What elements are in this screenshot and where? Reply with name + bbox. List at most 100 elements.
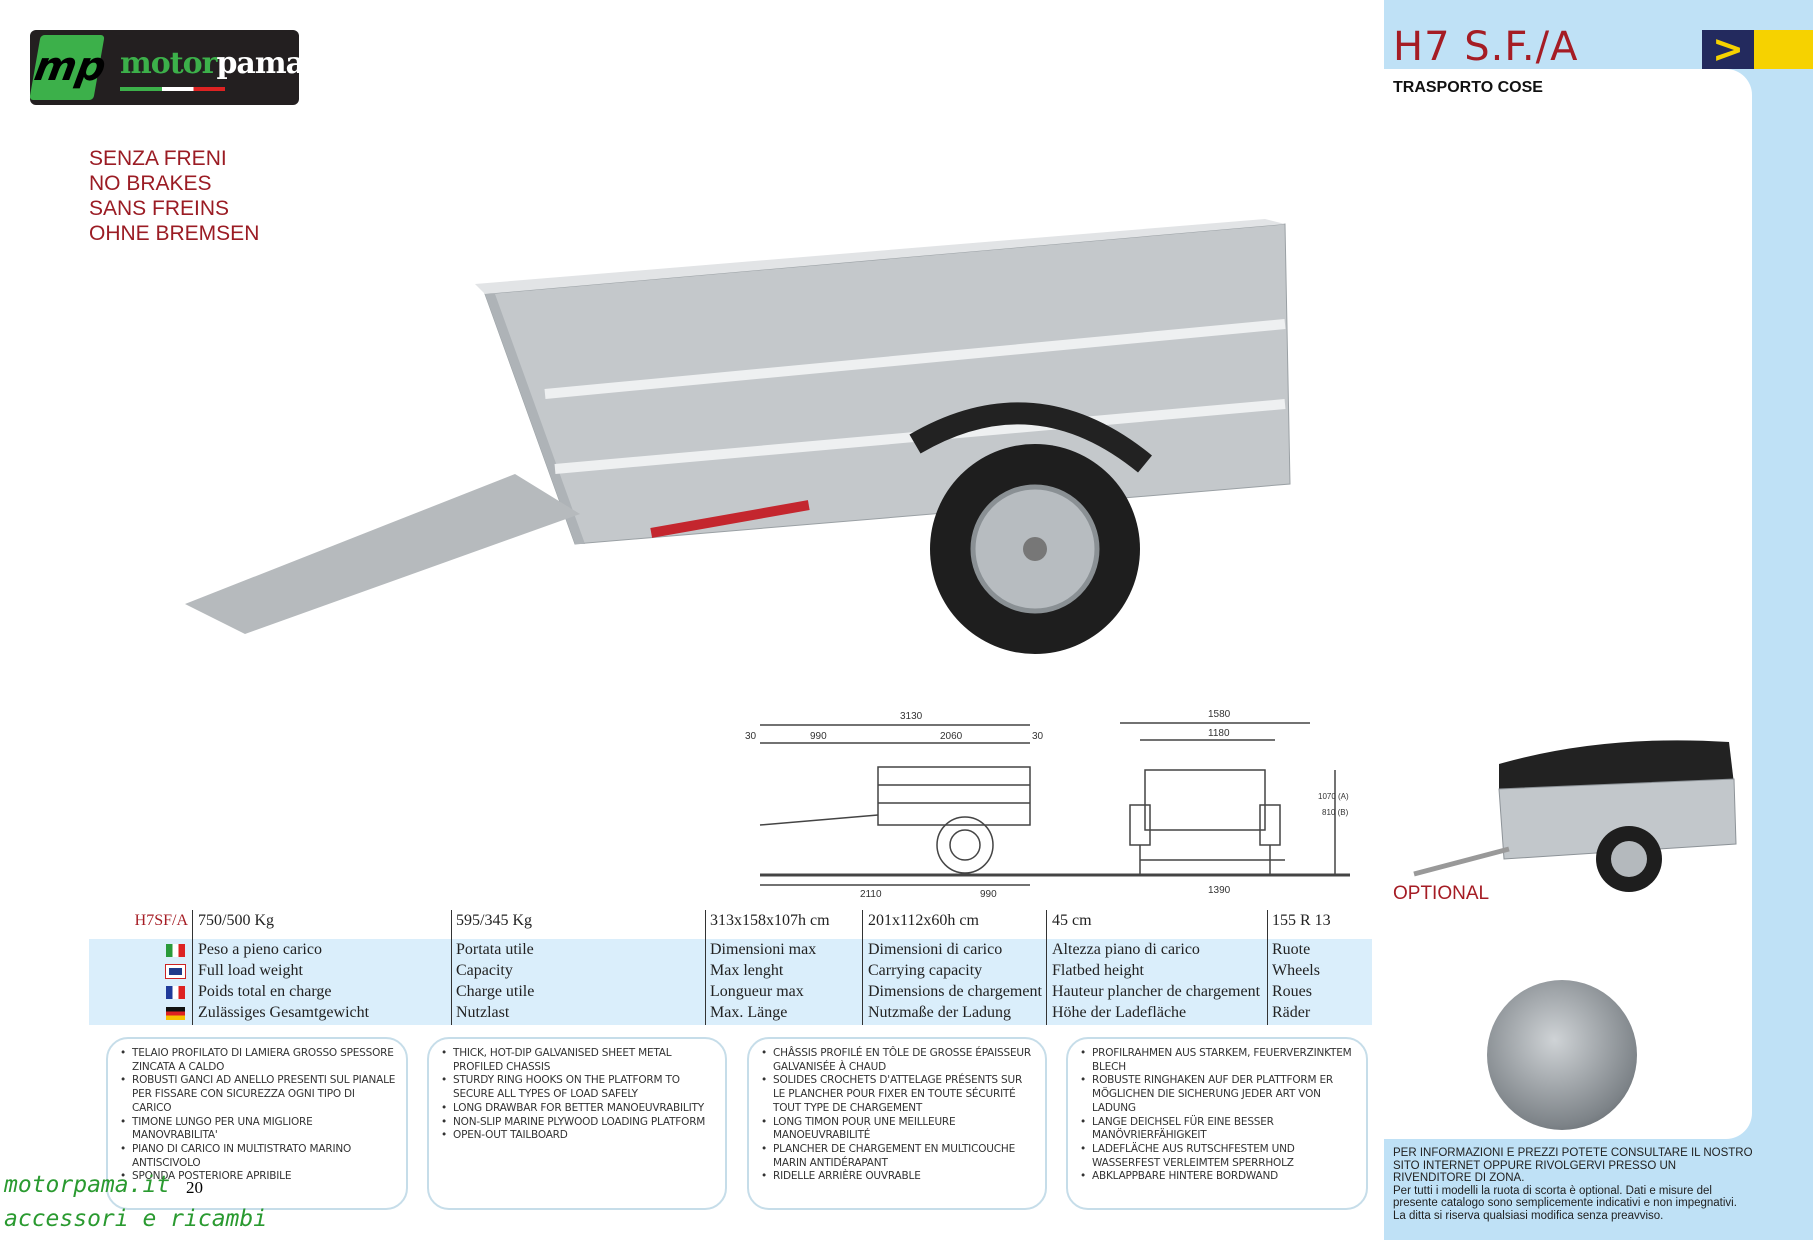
feature-item: PLANCHER DE CHARGEMENT EN MULTICOUCHE MA… (761, 1143, 1035, 1170)
spec-label: Räder (1272, 1004, 1311, 1021)
column-divider (451, 910, 452, 1025)
feature-item: SPONDA POSTERIORE APRIBILE (120, 1170, 396, 1184)
spec-value-wheels: 155 R 13 (1272, 912, 1331, 929)
column-divider (705, 910, 706, 1025)
column-divider (192, 910, 193, 1025)
feature-item: LONG DRAWBAR FOR BETTER MANOEUVRABILITY (441, 1102, 715, 1116)
spec-label: Max lenght (710, 962, 784, 979)
watermark-tagline: accessori e ricambi (4, 1206, 268, 1232)
product-title: H7 S.F./A (1393, 24, 1579, 70)
technical-drawing: 3130 30 990 2060 30 2110 990 1580 1180 1… (745, 709, 1350, 900)
page-number: 20 (186, 1178, 203, 1197)
brakes-de: OHNE BREMSEN (89, 222, 260, 245)
spec-label: Altezza piano di carico (1052, 941, 1200, 958)
features-italian: TELAIO PROFILATO DI LAMIERA GROSSO SPESS… (106, 1037, 408, 1210)
spec-label: Peso a pieno carico (198, 941, 322, 958)
footer-line: Per tutti i modelli la ruota di scorta è… (1393, 1184, 1737, 1210)
product-subtitle: TRASPORTO COSE (1393, 79, 1543, 96)
footer-disclaimer: PER INFORMAZIONI E PREZZI POTETE CONSULT… (1393, 1147, 1753, 1222)
column-divider (1267, 910, 1268, 1025)
france-flag-icon (166, 986, 185, 999)
feature-item: ROBUSTE RINGHAKEN AUF DER PLATTFORM ER M… (1080, 1074, 1356, 1115)
spec-label: Nutzlast (456, 1004, 510, 1021)
spec-label: Max. Länge (710, 1004, 788, 1021)
spec-value-load-dim: 201x112x60h cm (868, 912, 979, 929)
spec-label: Flatbed height (1052, 962, 1144, 979)
motorpama-logo: mp motorpama (29, 30, 305, 105)
model-code: H7SF/A (134, 912, 188, 929)
feature-item: ABKLAPPBARE HINTERE BORDWAND (1080, 1170, 1356, 1184)
spec-value-capacity: 595/345 Kg (456, 912, 532, 929)
italy-flag-icon (166, 944, 185, 957)
feature-item: TELAIO PROFILATO DI LAMIERA GROSSO SPESS… (120, 1047, 396, 1074)
spec-value-flatbed-height: 45 cm (1052, 912, 1092, 929)
optional-cover-trailer-photo (1413, 740, 1737, 892)
logo-mark: mp (29, 35, 109, 100)
spec-label: Höhe der Ladefläche (1052, 1004, 1187, 1021)
feature-item: LANGE DEICHSEL FÜR EINE BESSER MANÖVRIER… (1080, 1116, 1356, 1143)
spec-label: Hauteur plancher de chargement (1052, 983, 1261, 1000)
spec-value-max-dim: 313x158x107h cm (710, 912, 830, 929)
brakes-fr: SANS FREINS (89, 197, 230, 220)
spec-label: Ruote (1272, 941, 1311, 958)
dim-label: 2110 (860, 889, 882, 900)
chevron-right-icon: > (1702, 30, 1754, 69)
dim-label: 1070 (A) (1318, 792, 1349, 801)
feature-item: NON-SLIP MARINE PLYWOOD LOADING PLATFORM (441, 1116, 715, 1130)
logo-word-pama: pama (216, 46, 305, 81)
dim-label: 1180 (1208, 728, 1230, 739)
spec-label: Longueur max (710, 983, 804, 1000)
germany-flag-icon (166, 1007, 185, 1020)
right-panel-white-area (1384, 69, 1752, 1139)
spec-label: Charge utile (456, 983, 535, 1000)
dim-label: 30 (1032, 731, 1044, 742)
spec-labels-band (89, 939, 1372, 1025)
spec-label: Capacity (456, 962, 513, 979)
trailer-photo (185, 219, 1291, 654)
column-divider (862, 910, 863, 1025)
feature-item: LONG TIMON POUR UNE MEILLEURE MANOEUVRAB… (761, 1116, 1035, 1143)
spec-label: Dimensioni di carico (868, 941, 1003, 958)
yellow-bar (1754, 30, 1813, 69)
spec-label: Dimensioni max (710, 941, 817, 958)
spec-label: Dimensions de chargement (868, 983, 1042, 1000)
feature-item: OPEN-OUT TAILBOARD (441, 1129, 715, 1143)
italian-flag-stripe (120, 87, 225, 91)
feature-item: PIANO DI CARICO IN MULTISTRATO MARINO AN… (120, 1143, 396, 1170)
spec-label: Zulässiges Gesamtgewicht (198, 1004, 370, 1021)
feature-item: PROFILRAHMEN AUS STARKEM, FEUERVERZINKTE… (1080, 1047, 1356, 1074)
feature-item: RIDELLE ARRIÈRE OUVRABLE (761, 1170, 1035, 1184)
feature-item: THICK, HOT-DIP GALVANISED SHEET METAL PR… (441, 1047, 715, 1074)
dim-label: 990 (810, 731, 827, 742)
optional-label: OPTIONAL (1393, 883, 1490, 904)
spec-label: Poids total en charge (198, 983, 332, 1000)
footer-line: La ditta si riserva qualsiasi modifica s… (1393, 1209, 1664, 1222)
uk-flag-icon (165, 964, 186, 979)
feature-item: ROBUSTI GANCI AD ANELLO PRESENTI SUL PIA… (120, 1074, 396, 1115)
spec-label: Full load weight (198, 962, 303, 979)
spec-label: Portata utile (456, 941, 534, 958)
dimension-labels: 3130 30 990 2060 30 2110 990 1580 1180 1… (745, 709, 1349, 900)
features-french: CHÂSSIS PROFILÉ EN TÔLE DE GROSSE ÉPAISS… (747, 1037, 1047, 1210)
features-german: PROFILRAHMEN AUS STARKEM, FEUERVERZINKTE… (1066, 1037, 1368, 1210)
spec-value-weight: 750/500 Kg (198, 912, 274, 929)
logo-word-motor: motor (120, 46, 217, 81)
dim-label: 3130 (900, 711, 923, 722)
brakes-en: NO BRAKES (89, 172, 212, 195)
dim-label: 1580 (1208, 709, 1231, 720)
spec-label: Roues (1272, 983, 1312, 1000)
watermark-site: motorpama.it (4, 1172, 171, 1198)
brakes-label: SENZA FRENI NO BRAKES SANS FREINS OHNE B… (89, 146, 259, 246)
spec-label: Carrying capacity (868, 962, 983, 979)
dim-label: 1390 (1208, 885, 1231, 896)
feature-item: STURDY RING HOOKS ON THE PLATFORM TO SEC… (441, 1074, 715, 1101)
feature-item: LADEFLÄCHE AUS RUTSCHFESTEM UND WASSERFE… (1080, 1143, 1356, 1170)
dim-label: 30 (745, 731, 757, 742)
feature-item: TIMONE LUNGO PER UNA MIGLIORE MANOVRABIL… (120, 1116, 396, 1143)
footer-line: PER INFORMAZIONI E PREZZI POTETE CONSULT… (1393, 1147, 1753, 1184)
ring-hook-photo (1487, 980, 1637, 1130)
spec-label: Nutzmaße der Ladung (868, 1004, 1012, 1021)
dim-label: 810 (B) (1322, 808, 1349, 817)
features-english: THICK, HOT-DIP GALVANISED SHEET METAL PR… (427, 1037, 727, 1210)
spec-label: Wheels (1272, 962, 1320, 979)
